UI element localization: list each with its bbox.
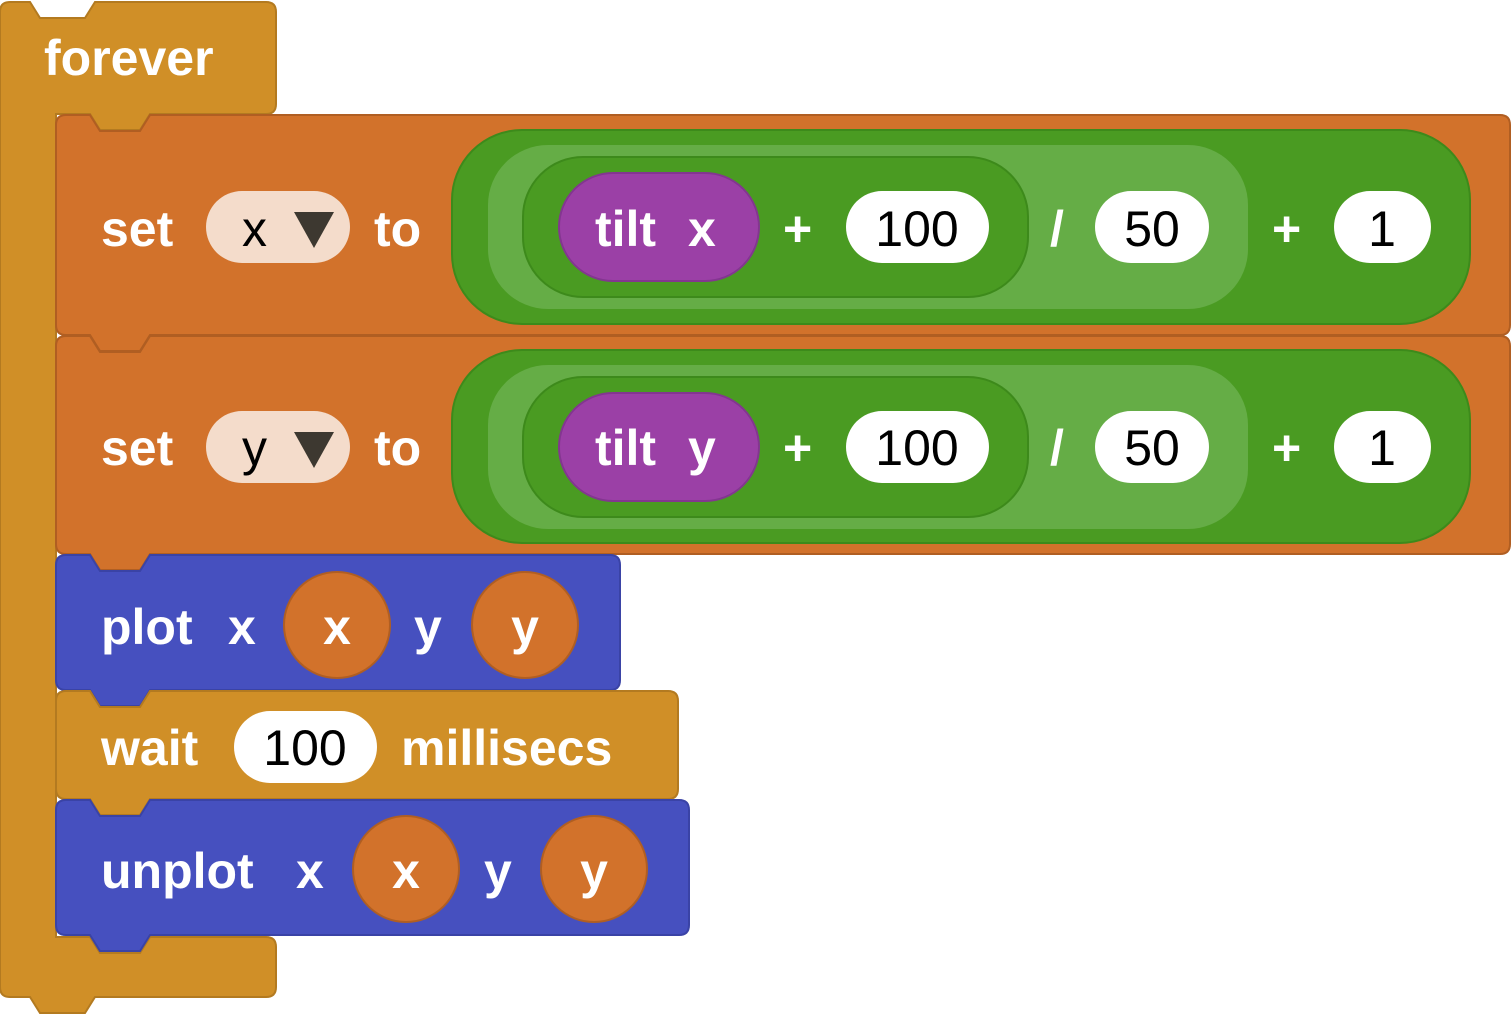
wait-duration-input[interactable]: 100 [234, 711, 377, 783]
number-value: 1 [1368, 420, 1396, 476]
variable-reporter-label: x [323, 599, 351, 655]
number-value: 100 [875, 201, 958, 257]
plus-operator: + [1272, 201, 1301, 257]
inner-add-block[interactable]: tilt x + 100 [522, 156, 1029, 298]
variable-dropdown-value: x [242, 201, 267, 257]
variable-dropdown[interactable]: x [206, 191, 350, 263]
divide-operator: / [1050, 420, 1064, 476]
number-input[interactable]: 50 [1095, 411, 1209, 483]
variable-reporter-label: x [392, 843, 420, 899]
unplot-x-label: x [296, 843, 324, 899]
set-x-block[interactable]: set x to tilt x + [55, 114, 1511, 352]
number-input[interactable]: 100 [846, 411, 989, 483]
number-input[interactable]: 50 [1095, 191, 1209, 263]
tilt-axis: y [688, 420, 716, 476]
number-input[interactable]: 1 [1334, 191, 1431, 263]
tilt-keyword: tilt [595, 420, 656, 476]
plot-x-label: x [228, 599, 256, 655]
variable-reporter-y[interactable]: y [471, 571, 579, 679]
variable-dropdown[interactable]: y [206, 411, 350, 483]
variable-reporter-label: y [580, 843, 608, 899]
set-label: set [101, 420, 174, 476]
variable-reporter-x[interactable]: x [352, 815, 460, 923]
plus-operator: + [783, 420, 812, 476]
dropdown-arrow-icon [294, 212, 334, 248]
dropdown-arrow-icon [294, 432, 334, 468]
to-label: to [374, 201, 421, 257]
divide-operator: / [1050, 201, 1064, 257]
wait-duration-value: 100 [263, 720, 346, 776]
wait-unit-label: millisecs [401, 720, 612, 776]
forever-label: forever [44, 30, 214, 86]
variable-reporter-x[interactable]: x [283, 571, 391, 679]
add-block[interactable]: tilt x + 100 / 50 + 1 [451, 129, 1471, 325]
add-block[interactable]: tilt y + 100 / 50 + 1 [451, 349, 1471, 544]
variable-reporter-label: y [511, 599, 539, 655]
tilt-sensor-block[interactable]: tilt y [558, 392, 760, 502]
tilt-sensor-block[interactable]: tilt x [558, 172, 760, 282]
unplot-y-label: y [484, 843, 512, 899]
number-input[interactable]: 1 [1334, 411, 1431, 483]
plus-operator: + [1272, 420, 1301, 476]
variable-dropdown-value: y [242, 420, 267, 476]
plot-label: plot [101, 599, 193, 655]
number-input[interactable]: 100 [846, 191, 989, 263]
unplot-label: unplot [101, 843, 254, 899]
tilt-keyword: tilt [595, 201, 656, 257]
tilt-axis: x [688, 201, 716, 257]
to-label: to [374, 420, 421, 476]
set-label: set [101, 201, 174, 257]
unplot-block[interactable]: unplot x x y y [55, 799, 690, 952]
plot-block[interactable]: plot x x y y [55, 554, 621, 707]
plus-operator: + [783, 201, 812, 257]
wait-label: wait [100, 720, 199, 776]
number-value: 50 [1124, 201, 1180, 257]
divide-block[interactable]: tilt x + 100 / 50 [488, 145, 1248, 309]
divide-block[interactable]: tilt y + 100 / 50 [488, 365, 1248, 529]
number-value: 50 [1124, 420, 1180, 476]
number-value: 100 [875, 420, 958, 476]
wait-block[interactable]: wait 100 millisecs [55, 690, 679, 816]
set-y-block[interactable]: set y to tilt y + [55, 335, 1511, 571]
inner-add-block[interactable]: tilt y + 100 [522, 376, 1029, 518]
variable-reporter-y[interactable]: y [540, 815, 648, 923]
plot-y-label: y [414, 599, 442, 655]
number-value: 1 [1368, 201, 1396, 257]
